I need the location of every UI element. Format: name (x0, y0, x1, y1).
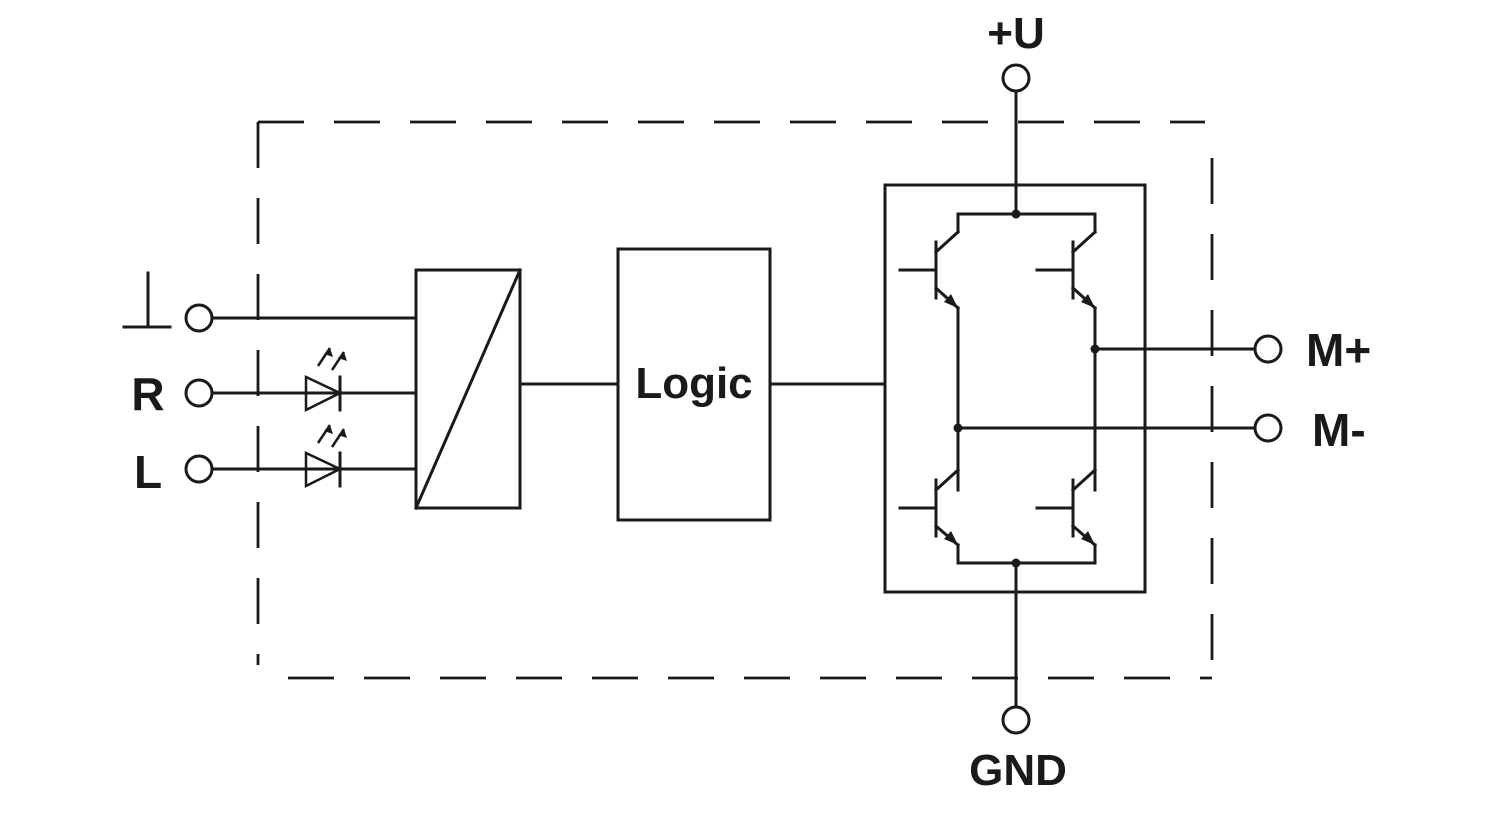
ground-icon (122, 271, 172, 329)
l-terminal (184, 454, 214, 484)
input-wires (211, 316, 418, 471)
m-minus-terminal (1253, 413, 1283, 443)
led-r-icon (304, 347, 347, 413)
m-plus-terminal (1253, 334, 1283, 364)
label-plus-u: +U (987, 9, 1044, 58)
gnd-terminal (1001, 705, 1031, 735)
label-logic: Logic (635, 359, 752, 408)
label-gnd: GND (969, 746, 1067, 795)
r-terminal (184, 378, 214, 408)
label-m-minus: M- (1312, 404, 1366, 456)
label-l: L (134, 446, 162, 498)
h-bridge-block (883, 90, 1147, 708)
transistor-icon (898, 467, 961, 548)
converter-block (414, 268, 522, 510)
label-r: R (131, 368, 164, 420)
transistor-icon (1035, 467, 1098, 548)
ground-terminal (184, 303, 214, 333)
transistor-icon (1035, 229, 1098, 311)
transistor-icon (898, 229, 961, 311)
label-m-plus: M+ (1306, 324, 1371, 376)
plus-u-terminal (1001, 63, 1031, 93)
led-l-icon (304, 424, 347, 489)
